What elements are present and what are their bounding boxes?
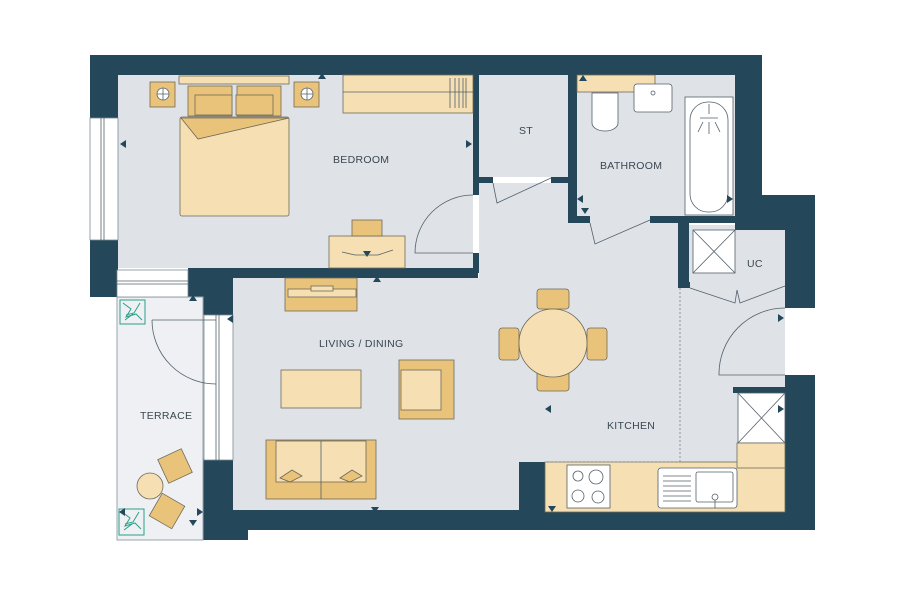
room-label-bathroom: BATHROOM: [600, 160, 662, 172]
entrance-door[interactable]: [718, 307, 786, 376]
plant-icon: [118, 508, 145, 536]
room-label-storage: ST: [519, 125, 533, 137]
kitchen-sink: [657, 467, 738, 509]
hob: [566, 464, 611, 509]
room-label-terrace: TERRACE: [140, 410, 192, 422]
dining-table: [518, 308, 588, 378]
living-furniture: [265, 277, 455, 500]
interior-walls: [473, 75, 815, 512]
utility-cupboard-unit: [692, 229, 786, 444]
dimension-markers: [119, 73, 784, 526]
terrace-table: [136, 472, 164, 500]
wardrobe: [342, 74, 474, 114]
floors: [116, 75, 785, 541]
terrace-door[interactable]: [151, 319, 217, 385]
kitchen-units: [544, 288, 786, 513]
terrace-window[interactable]: [116, 269, 189, 298]
toilet: [591, 92, 619, 132]
room-label-living-dining: LIVING / DINING: [319, 338, 403, 350]
terrace-door-window[interactable]: [203, 314, 234, 461]
bathroom-door[interactable]: [589, 219, 651, 245]
dining-set: [498, 288, 608, 392]
washbasin: [633, 83, 673, 113]
bathroom-fixtures: [576, 74, 734, 216]
bathtub: [684, 96, 734, 216]
coffee-table: [280, 369, 362, 409]
storage-door[interactable]: [492, 177, 552, 204]
bedroom-furniture: [149, 74, 474, 269]
doors[interactable]: [151, 177, 786, 385]
room-label-kitchen: KITCHEN: [607, 420, 655, 432]
plant-icon: [119, 299, 146, 325]
storage-floor: [479, 75, 568, 177]
room-label-utility-cupboard: UC: [747, 258, 763, 270]
uc-door[interactable]: [689, 285, 786, 304]
double-bed: [179, 116, 290, 217]
windows[interactable]: [89, 117, 234, 461]
room-label-bedroom: BEDROOM: [333, 154, 389, 166]
bedside-table-right: [293, 81, 320, 108]
terrace-furniture: [118, 299, 193, 536]
bedroom-door[interactable]: [414, 194, 474, 254]
